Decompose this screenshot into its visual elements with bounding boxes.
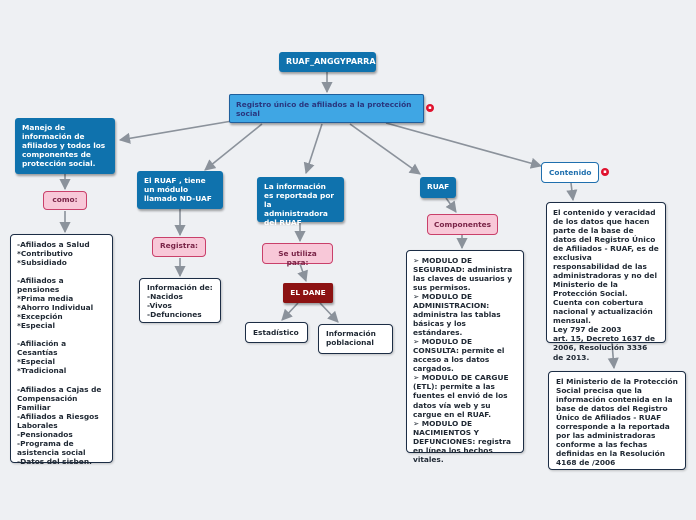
- branch-ruaf[interactable]: RUAF: [420, 177, 456, 198]
- link-como[interactable]: como:: [43, 191, 87, 210]
- branch-manejo[interactable]: Manejo de información de afiliados y tod…: [15, 118, 115, 174]
- detail-contenido: El contenido y veracidad de los datos qu…: [546, 202, 666, 362]
- detail-ministerio: El Ministerio de la Protección Social pr…: [548, 371, 686, 470]
- branch-contenido[interactable]: Contenido: [541, 162, 599, 183]
- note-icon: ▪: [426, 104, 434, 112]
- detail-afiliados: -Afiliados a Salud *Contributivo *Subsid…: [10, 234, 113, 466]
- branch-ruaf-modulo[interactable]: El RUAF , tiene un módulo llamado ND-UAF: [137, 171, 223, 209]
- note-icon: ▪: [601, 168, 609, 176]
- node-informacion-poblacional[interactable]: Información poblacional: [318, 324, 393, 354]
- link-se-utiliza[interactable]: Se utiliza para:: [262, 243, 333, 267]
- main-topic[interactable]: Registro único de afiliados a la protecc…: [229, 94, 424, 123]
- root-title[interactable]: RUAF_ANGGYPARRA: [279, 52, 376, 72]
- detail-modulos: ➢ MODULO DE SEGURIDAD: administra las cl…: [406, 250, 524, 464]
- node-el-dane[interactable]: EL DANE: [283, 283, 333, 303]
- node-estadistico[interactable]: Estadístico: [245, 322, 308, 343]
- detail-nacidos: Información de: -Nacidos -Vivos -Defunci…: [139, 278, 221, 323]
- branch-informacion[interactable]: La información es reportada por la admin…: [257, 177, 344, 227]
- link-componentes[interactable]: Componentes: [427, 214, 498, 235]
- link-registra[interactable]: Registra:: [152, 237, 206, 257]
